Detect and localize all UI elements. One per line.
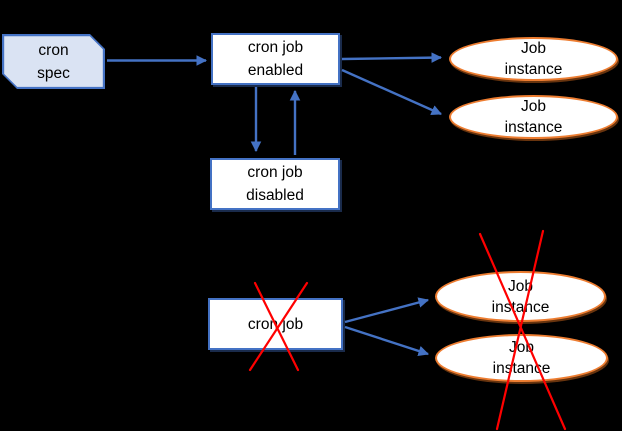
- edge-enabled-to-job-instance-top-2: [341, 68, 442, 116]
- node-cron-spec-body: cron spec: [4, 36, 103, 87]
- deleted-job-instances-cross-stroke-2: [495, 229, 545, 431]
- node-cron-job-disabled-label-line1: cron job: [247, 164, 303, 181]
- node-job-instance-top-1: Job instance: [449, 37, 618, 81]
- deleted-job-instances-cross-stroke-1: [478, 232, 567, 431]
- node-cron-spec: cron spec: [2, 34, 105, 89]
- node-job-instance-top-2: Job instance: [449, 95, 618, 139]
- node-job-instance-bottom-2-label-line1: Job: [509, 339, 534, 356]
- node-job-instance-top-2-label-line1: Job: [521, 98, 546, 115]
- node-cron-job-disabled: cron job disabled: [210, 158, 340, 210]
- node-job-instance-top-1-label-line2: instance: [504, 61, 563, 78]
- node-job-instance-top-1-label-line1: Job: [521, 40, 546, 57]
- node-job-instance-bottom-1: Job instance: [435, 271, 606, 322]
- node-job-instance-top-2-label-line2: instance: [504, 119, 563, 136]
- node-cron-job-enabled: cron job enabled: [211, 33, 340, 85]
- node-cron-job-deleted-label: cron job: [247, 315, 304, 333]
- node-job-instance-bottom-2-label-line2: instance: [492, 360, 551, 377]
- edge-deleted-to-job-instance-bottom-2: [344, 325, 430, 357]
- edge-enabled-to-job-instance-top-1: [341, 52, 443, 63]
- node-job-instance-bottom-2: Job instance: [435, 334, 608, 382]
- node-cron-spec-label-line1: cron: [38, 41, 69, 59]
- node-cron-job-enabled-label-line2: enabled: [247, 62, 304, 79]
- node-job-instance-bottom-1-label-line2: instance: [491, 298, 550, 316]
- edge-deleted-to-job-instance-bottom-1: [344, 297, 430, 324]
- node-cron-job-enabled-label-line1: cron job: [247, 39, 304, 56]
- node-cron-job-deleted: cron job: [208, 298, 343, 350]
- node-cron-spec-label-line2: spec: [37, 64, 70, 82]
- node-job-instance-bottom-1-label-line1: Job: [508, 277, 533, 295]
- node-cron-job-disabled-label-line2: disabled: [246, 187, 304, 204]
